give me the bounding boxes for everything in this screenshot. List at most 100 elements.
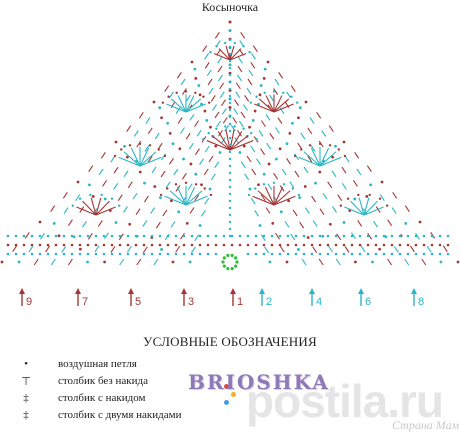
double-crochet — [144, 145, 150, 152]
double-crochet — [160, 170, 166, 178]
row-number: 3 — [188, 296, 194, 308]
chain-stitch — [439, 260, 443, 264]
double-crochet — [300, 132, 306, 140]
chain-stitch — [228, 45, 232, 49]
double-crochet — [301, 258, 307, 266]
chain-stitch — [166, 243, 170, 247]
chain-stitch — [254, 252, 258, 256]
treble-crochet — [213, 52, 231, 61]
chain-stitch — [293, 154, 297, 158]
chain-stitch — [228, 122, 232, 126]
chain-stitch — [268, 260, 272, 264]
treble-crochet — [177, 95, 187, 113]
double-crochet — [113, 183, 119, 190]
chain-stitch — [290, 121, 294, 125]
chain-stitch — [14, 252, 18, 256]
chain-stitch — [161, 101, 165, 104]
chain-stitch — [118, 243, 122, 247]
chain-stitch — [206, 252, 210, 256]
double-crochet — [145, 117, 151, 124]
double-crochet — [304, 207, 310, 214]
chain-stitch — [398, 252, 402, 256]
chain-stitch — [238, 243, 242, 247]
chain-stitch — [182, 243, 186, 247]
chain-stitch — [198, 252, 202, 256]
chain-stitch — [14, 234, 18, 238]
treble-crochet — [252, 195, 275, 206]
chain-stitch — [215, 45, 218, 48]
chain-stitch — [430, 252, 434, 256]
chain-stitch — [138, 170, 142, 174]
double-crochet — [102, 180, 108, 187]
double-crochet — [82, 220, 87, 228]
chain-stitch — [134, 234, 138, 238]
double-crochet — [185, 132, 191, 140]
double-crochet — [98, 168, 104, 176]
double-crochet — [97, 220, 103, 227]
double-crochet — [415, 232, 420, 240]
chain-stitch — [185, 221, 189, 225]
legend-label: воздушная петля — [58, 358, 137, 370]
treble-crochet — [139, 147, 150, 167]
chain-stitch — [194, 183, 198, 186]
double-crochet — [309, 117, 315, 124]
treble-crochet — [265, 95, 275, 113]
chain-stitch — [174, 234, 178, 238]
chain-stitch — [326, 252, 330, 256]
double-crochet — [235, 91, 241, 99]
chain-stitch — [142, 234, 146, 238]
chain-stitch — [160, 248, 164, 251]
double-crochet — [237, 56, 243, 64]
chain-stitch — [306, 236, 310, 239]
double-crochet — [218, 129, 223, 137]
row-arrow-head — [19, 288, 25, 294]
chain-stitch — [150, 243, 154, 247]
chain-stitch — [366, 234, 370, 238]
chain-stitch — [207, 131, 210, 135]
treble-crochet — [82, 200, 97, 216]
chain-stitch — [76, 180, 80, 184]
treble-crochet — [185, 195, 208, 206]
double-crochet — [393, 246, 399, 253]
chain-stitch — [414, 252, 418, 256]
chain-stitch — [30, 243, 34, 247]
treble-crochet-symbol: ‡ — [23, 409, 29, 421]
double-crochet — [63, 207, 69, 214]
double-crochet — [387, 219, 393, 226]
chain-stitch — [86, 260, 89, 264]
chain-stitch — [159, 193, 163, 197]
chain-stitch — [318, 252, 322, 256]
treble-crochet — [273, 186, 284, 206]
row-arrow-head — [230, 288, 236, 294]
chain-stitch — [182, 157, 185, 161]
double-crochet — [153, 258, 159, 266]
double-crochet — [299, 221, 305, 229]
chain-stitch — [228, 199, 232, 203]
chain-stitch — [334, 144, 337, 148]
chain-stitch — [270, 252, 274, 256]
chain-stitch — [197, 84, 201, 87]
treble-crochet — [130, 147, 141, 167]
chain-stitch — [456, 260, 460, 264]
double-crochet — [331, 170, 337, 178]
treble-crochet — [95, 200, 110, 216]
double-crochet — [274, 78, 280, 86]
treble-crochet — [225, 45, 231, 61]
double-crochet — [94, 245, 100, 253]
double-crochet — [88, 165, 94, 172]
treble-crochet — [273, 190, 291, 206]
chain-stitch — [254, 243, 258, 247]
double-crochet — [189, 114, 195, 121]
chain-stitch — [222, 243, 226, 247]
chain-stitch — [17, 260, 21, 264]
chain-stitch — [297, 116, 300, 120]
chain-stitch — [228, 71, 232, 75]
chain-stitch — [194, 91, 197, 94]
double-crochet — [194, 120, 200, 127]
treble-crochet — [206, 140, 231, 151]
double-crochet — [12, 245, 18, 252]
treble-crochet — [169, 190, 187, 206]
chain-stitch — [374, 234, 378, 238]
chain-stitch — [166, 234, 170, 238]
double-crochet — [235, 82, 241, 90]
